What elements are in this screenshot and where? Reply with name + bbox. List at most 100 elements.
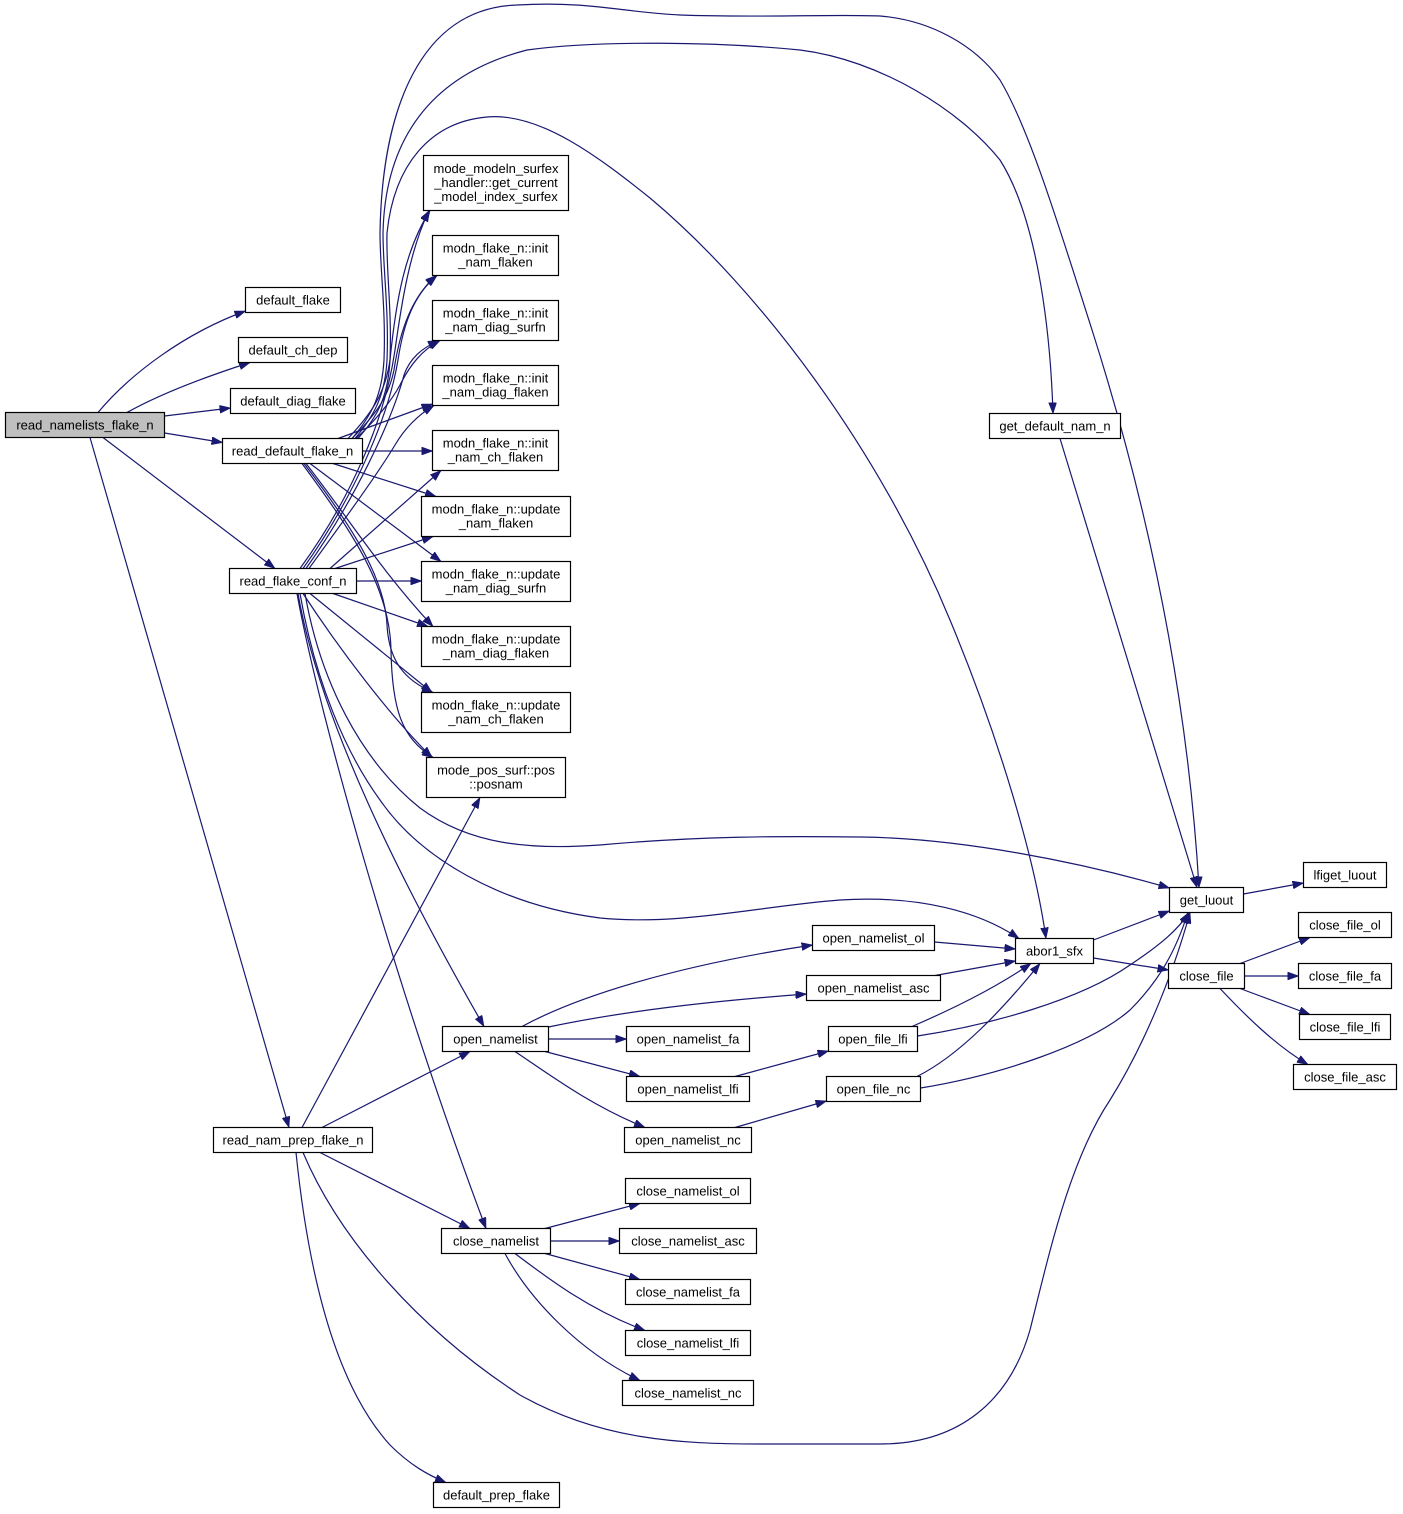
node-label-line: modn_flake_n::update xyxy=(432,698,561,713)
edge-read-flake-conf-n-to-posnam xyxy=(302,593,432,758)
node-box xyxy=(432,1481,561,1509)
node-label: modn_flake_n::update_nam_diag_surfn xyxy=(432,567,561,596)
node-close-namelist-nc[interactable]: close_namelist_nc xyxy=(621,1379,755,1407)
node-update-nam-diag-surfn[interactable]: modn_flake_n::update_nam_diag_surfn xyxy=(420,560,572,603)
node-read-flake-conf-n[interactable]: read_flake_conf_n xyxy=(228,567,358,595)
node-default-prep-flake[interactable]: default_prep_flake xyxy=(432,1481,561,1509)
node-init-nam-diag-flaken[interactable]: modn_flake_n::init_nam_diag_flaken xyxy=(431,364,560,407)
node-label-line: _nam_ch_flaken xyxy=(447,712,543,727)
node-init-nam-diag-surfn[interactable]: modn_flake_n::init_nam_diag_surfn xyxy=(431,299,560,342)
node-label: mode_pos_surf::pos::posnam xyxy=(437,763,555,792)
edge-close-namelist-to-close-namelist-nc xyxy=(504,1253,640,1382)
node-label-line: _nam_diag_surfn xyxy=(444,320,545,335)
node-update-nam-flaken[interactable]: modn_flake_n::update_nam_flaken xyxy=(420,495,572,538)
edge-read-default-flake-n-to-get-luout xyxy=(351,3,1199,887)
node-label: open_file_lfi xyxy=(838,1032,907,1047)
node-box xyxy=(420,495,572,538)
node-label: modn_flake_n::init_nam_diag_flaken xyxy=(441,371,548,400)
edge-open-file-lfi-to-abor1-sfx xyxy=(911,963,1031,1028)
node-close-namelist-ol[interactable]: close_namelist_ol xyxy=(624,1177,752,1205)
node-open-file-nc[interactable]: open_file_nc xyxy=(825,1075,922,1103)
edge-open-file-nc-to-abor1-sfx xyxy=(916,964,1040,1078)
node-get-luout[interactable]: get_luout xyxy=(1168,886,1245,914)
node-box xyxy=(1168,886,1245,914)
node-box xyxy=(244,286,342,314)
edge-open-namelist-ol-to-abor1-sfx xyxy=(934,941,1016,949)
node-box xyxy=(431,429,560,472)
node-box xyxy=(988,412,1122,440)
node-box xyxy=(221,437,364,465)
node-label: close_namelist xyxy=(453,1234,539,1249)
edge-read-flake-conf-n-to-abor1-sfx xyxy=(299,593,1019,939)
edge-close-namelist-to-close-namelist-fa xyxy=(544,1252,640,1280)
node-open-namelist-asc[interactable]: open_namelist_asc xyxy=(805,974,942,1002)
node-abor1-sfx[interactable]: abor1_sfx xyxy=(1014,937,1095,965)
node-open-namelist-nc[interactable]: open_namelist_nc xyxy=(623,1126,753,1154)
node-label-line: _handler::get_current xyxy=(433,175,558,190)
node-lfiget-luout[interactable]: lfiget_luout xyxy=(1302,861,1388,889)
node-posnam[interactable]: mode_pos_surf::pos::posnam xyxy=(425,756,567,799)
edge-read-flake-conf-n-to-update-nam-flaken xyxy=(334,537,433,570)
node-open-namelist[interactable]: open_namelist xyxy=(441,1025,550,1053)
edge-open-namelist-lfi-to-open-file-lfi xyxy=(734,1051,829,1078)
node-label-line: mode_modeln_surfex xyxy=(433,161,559,176)
node-label: mode_modeln_surfex_handler::get_current_… xyxy=(433,161,559,204)
node-label-line: _nam_ch_flaken xyxy=(447,450,543,465)
node-label-line: modn_flake_n::update xyxy=(432,632,561,647)
node-label: open_namelist_ol xyxy=(823,931,925,946)
node-label: modn_flake_n::init_nam_diag_surfn xyxy=(443,306,549,335)
node-label: modn_flake_n::update_nam_ch_flaken xyxy=(432,698,561,727)
node-close-file-fa[interactable]: close_file_fa xyxy=(1297,962,1393,990)
node-label: read_nam_prep_flake_n xyxy=(223,1133,364,1148)
node-default-ch-dep[interactable]: default_ch_dep xyxy=(237,336,349,364)
node-label: get_default_nam_n xyxy=(999,419,1110,434)
node-box xyxy=(229,387,357,415)
node-open-namelist-fa[interactable]: open_namelist_fa xyxy=(625,1025,751,1053)
node-box xyxy=(431,299,560,342)
node-label-line: modn_flake_n::init xyxy=(443,241,549,256)
node-init-nam-flaken[interactable]: modn_flake_n::init_nam_flaken xyxy=(431,234,560,277)
edge-read-flake-conf-n-to-update-nam-diag-flaken xyxy=(332,592,428,628)
node-close-namelist-lfi[interactable]: close_namelist_lfi xyxy=(624,1329,752,1357)
node-update-nam-diag-flaken[interactable]: modn_flake_n::update_nam_diag_flaken xyxy=(420,625,572,668)
edge-get-default-nam-n-to-get-luout xyxy=(1059,438,1197,888)
node-close-namelist[interactable]: close_namelist xyxy=(440,1227,552,1255)
edge-get-luout-to-lfiget-luout xyxy=(1243,883,1304,895)
node-label: default_prep_flake xyxy=(443,1488,550,1503)
node-get-current-model-index-surfex[interactable]: mode_modeln_surfex_handler::get_current_… xyxy=(422,154,570,212)
edge-read-flake-conf-n-to-get-luout xyxy=(304,593,1170,889)
edge-read-nam-prep-flake-n-to-close-namelist xyxy=(319,1151,470,1230)
node-label-line: _nam_diag_flaken xyxy=(442,646,549,661)
node-close-file-ol[interactable]: close_file_ol xyxy=(1297,911,1393,939)
edge-read-default-flake-n-to-update-nam-diag-surfn xyxy=(309,463,441,562)
node-close-namelist-asc[interactable]: close_namelist_asc xyxy=(618,1227,758,1255)
node-label: default_flake xyxy=(256,293,330,308)
edge-read-default-flake-n-to-update-nam-flaken xyxy=(332,462,436,497)
node-default-flake[interactable]: default_flake xyxy=(244,286,342,314)
node-label-line: _nam_flaken xyxy=(457,255,532,270)
node-read-default-flake-n[interactable]: read_default_flake_n xyxy=(221,437,364,465)
edge-read-flake-conf-n-to-init-nam-ch-flaken xyxy=(329,471,441,569)
node-read-nam-prep-flake-n[interactable]: read_nam_prep_flake_n xyxy=(212,1126,374,1154)
node-close-file[interactable]: close_file xyxy=(1167,962,1246,990)
node-box xyxy=(621,1379,755,1407)
node-label: open_namelist_fa xyxy=(637,1032,740,1047)
node-label-line: modn_flake_n::init xyxy=(443,371,549,386)
node-open-namelist-ol[interactable]: open_namelist_ol xyxy=(811,924,936,952)
node-label: open_namelist_asc xyxy=(817,981,930,996)
node-update-nam-ch-flaken[interactable]: modn_flake_n::update_nam_ch_flaken xyxy=(420,691,572,734)
node-box xyxy=(624,1177,752,1205)
node-box xyxy=(1302,861,1388,889)
node-close-file-asc[interactable]: close_file_asc xyxy=(1292,1063,1398,1091)
node-close-namelist-fa[interactable]: close_namelist_fa xyxy=(624,1278,752,1306)
node-label: close_namelist_asc xyxy=(631,1234,745,1249)
nodes: read_namelists_flake_n default_flake def… xyxy=(4,154,1398,1509)
node-open-file-lfi[interactable]: open_file_lfi xyxy=(827,1025,919,1053)
node-close-file-lfi[interactable]: close_file_lfi xyxy=(1298,1013,1392,1041)
node-box xyxy=(1014,937,1095,965)
node-init-nam-ch-flaken[interactable]: modn_flake_n::init_nam_ch_flaken xyxy=(431,429,560,472)
node-label-line: _nam_diag_flaken xyxy=(441,385,548,400)
node-default-diag-flake[interactable]: default_diag_flake xyxy=(229,387,357,415)
node-get-default-nam-n[interactable]: get_default_nam_n xyxy=(988,412,1122,440)
node-open-namelist-lfi[interactable]: open_namelist_lfi xyxy=(625,1075,751,1103)
